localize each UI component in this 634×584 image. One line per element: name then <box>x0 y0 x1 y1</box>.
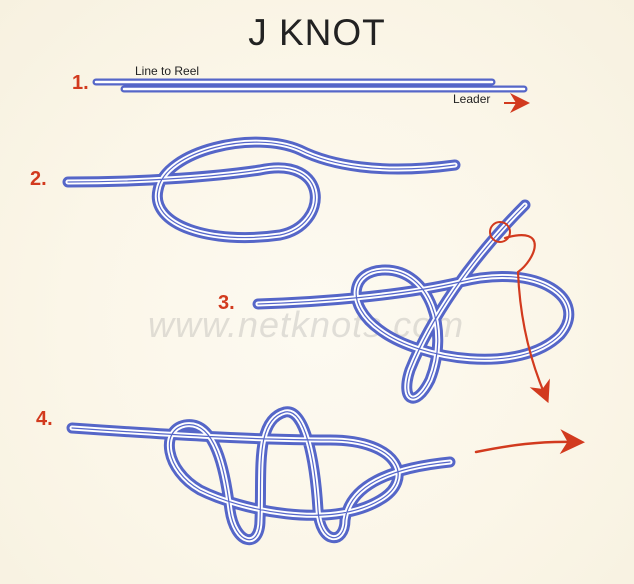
leader-label: Leader <box>453 92 491 106</box>
pass-through-arrow-icon <box>503 234 550 404</box>
step-2-number: 2. <box>30 168 47 190</box>
line-to-reel-label: Line to Reel <box>135 64 200 78</box>
tighten-arrow-icon <box>474 429 585 455</box>
step-2-knot <box>62 136 461 243</box>
page-title: J KNOT <box>248 12 386 53</box>
step-3-knot <box>252 199 575 404</box>
step-1-number: 1. <box>72 72 89 94</box>
crossing-marker-icon <box>489 221 511 243</box>
step-3-number: 3. <box>218 292 235 314</box>
step-4-number: 4. <box>36 408 53 430</box>
watermark-text: www.netknots.com <box>148 304 465 345</box>
step-4-knot <box>66 406 585 546</box>
step-1-lines <box>92 78 530 113</box>
